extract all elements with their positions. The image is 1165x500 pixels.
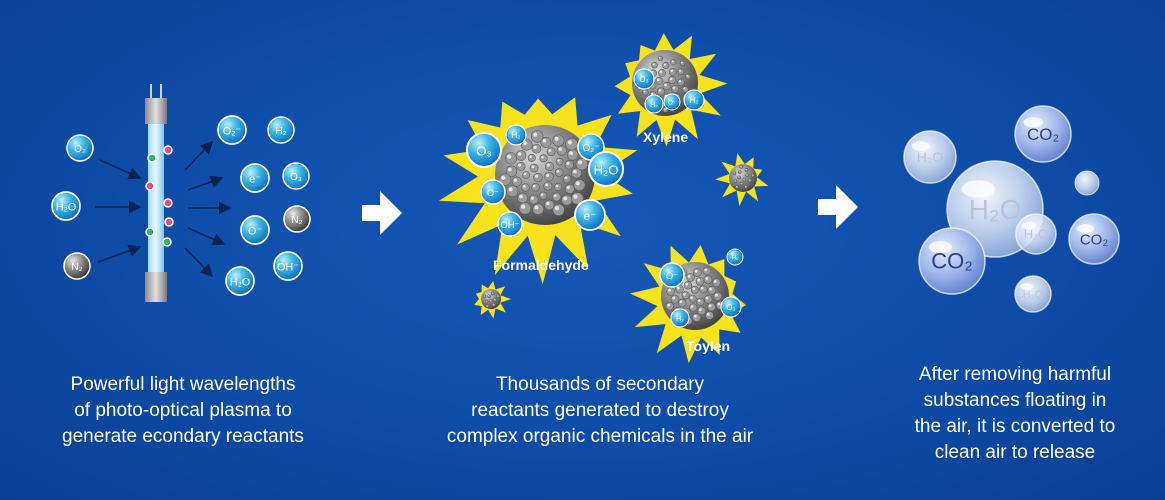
molecule: H₂ — [644, 94, 664, 114]
arrow-right-icon — [362, 191, 402, 235]
molecule-label: H₂ — [275, 126, 286, 137]
molecule-label: H₂O — [593, 162, 618, 177]
molecule-label: H₂ — [676, 316, 684, 323]
toylen-label: Toylen — [686, 338, 731, 354]
molecule: e⁻ — [574, 199, 606, 231]
molecule: O⁻ — [240, 215, 270, 245]
molecule-label: H₂ — [732, 255, 739, 262]
bubble-label: CO₂ — [1027, 125, 1059, 144]
molecule-label: O₂ — [74, 144, 86, 155]
bubble-label: H₂O — [917, 149, 944, 165]
molecule: N₂ — [63, 252, 91, 280]
caption-line: After removing harmful — [918, 364, 1112, 385]
molecule: H₂ — [267, 116, 295, 144]
molecule-label: OH⁻ — [500, 219, 519, 230]
molecule-label: O₂⁻ — [582, 143, 599, 154]
plasma-sparks — [145, 145, 174, 247]
caption-line: clean air to release — [934, 442, 1096, 463]
panel1-caption: Powerful light wavelengths of photo-opti… — [18, 372, 348, 450]
molecule: O₃ — [633, 68, 655, 90]
molecule-label: OH⁻ — [277, 261, 299, 273]
bubble: CO₂ — [1014, 105, 1072, 163]
molecule-label: O⁻ — [487, 187, 499, 198]
bubble: CO₂ — [1068, 213, 1120, 265]
bubble: H₂O — [903, 130, 957, 184]
molecule: O₂⁻ — [217, 115, 247, 145]
arrow-right-icon — [818, 185, 858, 229]
molecule-label: H₂O — [56, 201, 77, 213]
molecule: O⁻ — [663, 93, 681, 111]
molecule-label: H₂ — [512, 131, 521, 140]
caption-line: substances floating in — [923, 390, 1107, 411]
uv-lamp-icon — [145, 84, 167, 302]
molecule-label: O₃ — [290, 172, 302, 183]
bubble-icon — [1074, 170, 1100, 196]
molecule: H₂ — [726, 248, 744, 266]
panel3-caption: After removing harmful substances floati… — [880, 362, 1150, 466]
xylene-label: Xylene — [643, 129, 689, 145]
bubble: H₂O — [1015, 213, 1057, 255]
bubble-label: H₂O — [969, 194, 1022, 225]
molecule: O₃ — [720, 296, 742, 318]
molecule-label: N₂ — [71, 262, 82, 273]
molecule-label: H₂O — [230, 276, 251, 288]
bubble-label: CO₂ — [1080, 231, 1109, 248]
molecule-label: O⁻ — [666, 270, 678, 281]
molecule-label: O₂⁻ — [223, 125, 242, 137]
bubble: H₂O — [1014, 275, 1052, 313]
caption-line: Powerful light wavelengths — [70, 374, 296, 395]
caption-line: generate econdary reactants — [62, 426, 304, 447]
molecule-label: O⁻ — [248, 225, 262, 237]
molecule-label: O₃ — [476, 143, 492, 158]
molecule: H₂O — [587, 150, 625, 188]
bubble-label: H₂O — [1023, 289, 1044, 301]
caption-line: Thousands of secondary — [495, 374, 705, 395]
panel2-caption: Thousands of secondary reactants generat… — [405, 372, 795, 450]
bubble: CO₂ — [918, 227, 986, 295]
molecule: OH⁻ — [273, 251, 303, 281]
molecule: O⁻ — [659, 262, 685, 288]
molecule: O₃ — [465, 131, 503, 169]
molecule-label: O₃ — [639, 75, 648, 84]
molecule-label: H₂ — [690, 96, 699, 105]
molecule: OH⁻ — [497, 211, 523, 237]
panel2-molecules: O₃ H₂ O₂⁻ H₂O O⁻ e⁻ OH⁻ O₃ H₂ O⁻ H₂ O⁻ H₂ O₃ H₂ — [465, 68, 744, 328]
molecule: H₂ — [683, 89, 705, 111]
molecule: H₂O — [225, 266, 255, 296]
caption-line: the air, it is converted to — [914, 416, 1116, 437]
molecule: N₂ — [283, 205, 311, 233]
molecule-label: N₂ — [291, 215, 302, 226]
molecule-label: O₃ — [726, 303, 735, 312]
panel1-molecules: O₂ H₂O N₂ O₂⁻ H₂ e⁻ O₃ O⁻ N₂ H₂O OH⁻ — [51, 115, 311, 296]
bubble-label: H₂O — [1024, 227, 1049, 242]
molecule: H₂ — [670, 308, 690, 328]
molecule-label: e⁻ — [249, 173, 261, 185]
molecule: O₃ — [282, 162, 310, 190]
caption-line: of photo-optical plasma to — [74, 400, 292, 421]
molecule: H₂O — [51, 191, 81, 221]
reaction-arrows — [95, 140, 232, 278]
molecule-label: e⁻ — [584, 210, 597, 223]
caption-line: reactants generated to destroy — [471, 400, 729, 421]
molecule: O₂ — [66, 134, 94, 162]
molecule: e⁻ — [240, 163, 270, 193]
molecule: O⁻ — [480, 179, 506, 205]
formaldehyde-label: Formaldehyde — [493, 257, 589, 273]
molecule-label: O⁻ — [668, 100, 676, 107]
molecule-label: H₂ — [650, 102, 658, 109]
caption-line: complex organic chemicals in the air — [446, 426, 754, 447]
molecule: H₂ — [505, 124, 527, 146]
bubble-label: CO₂ — [931, 249, 973, 274]
